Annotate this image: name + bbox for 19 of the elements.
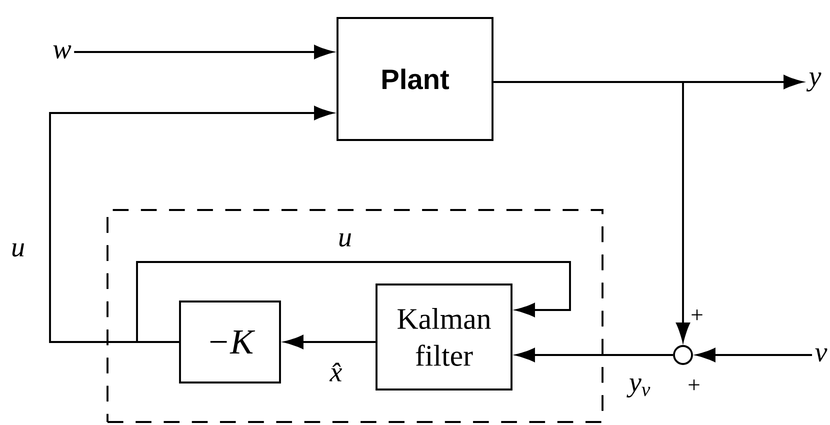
edge-label: u [9, 242, 27, 258]
sign-label: + [688, 380, 700, 390]
edge-label: u [336, 232, 354, 248]
signal-label: w [53, 45, 72, 59]
sign-label: + [692, 310, 702, 320]
arrow [696, 348, 812, 362]
arrow [516, 348, 674, 362]
block-box: −K [179, 300, 281, 384]
summing-junction [673, 345, 693, 365]
arrow [284, 335, 376, 349]
signal-label: v [815, 348, 828, 362]
block-box: Plant [336, 17, 494, 141]
signal-label: y [806, 72, 822, 92]
edge-label: y$_{v}$ [626, 376, 653, 400]
arrow [49, 106, 334, 343]
arrow [136, 261, 571, 343]
block-box: Kalman filter [376, 284, 512, 390]
edge-label: x̂ [328, 360, 344, 383]
arrow [74, 45, 334, 59]
